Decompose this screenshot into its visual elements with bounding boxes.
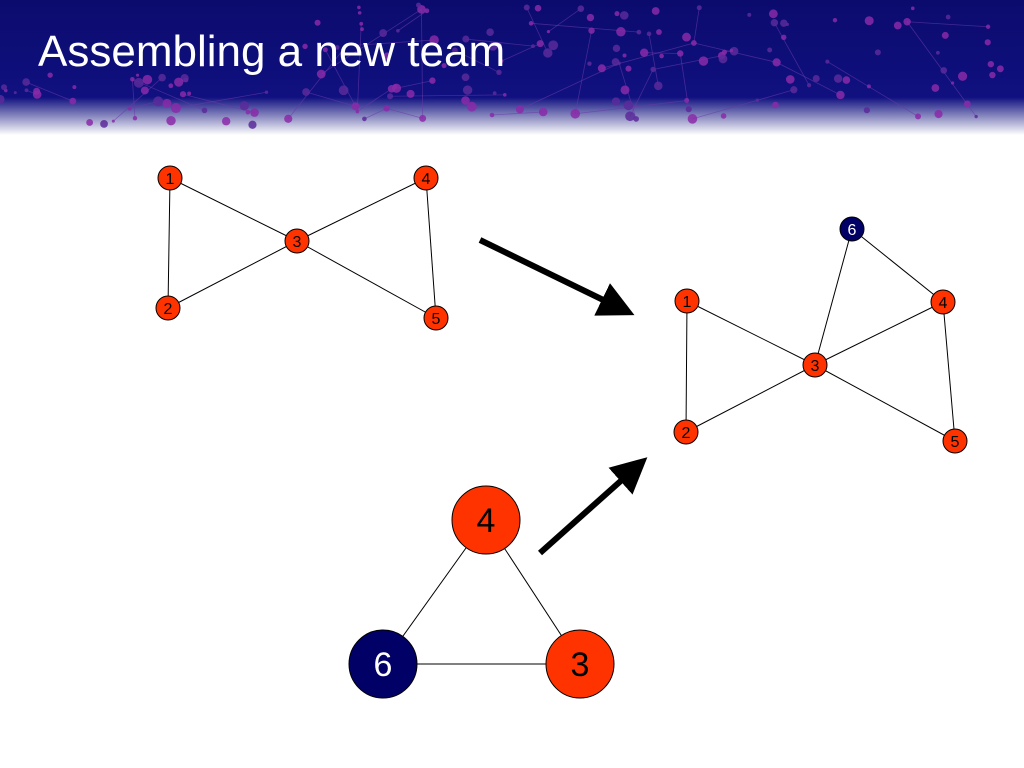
new-team-node-6: 6 [839,216,865,242]
original-team-edge-2-3 [167,240,298,309]
node-circle [451,485,521,555]
node-label: 4 [939,295,948,312]
new-team-edge-3-5 [814,364,956,442]
new-team-node-5: 5 [942,428,968,454]
node-label: 4 [422,171,431,188]
node-circle [348,629,418,699]
new-team-edge-6-3 [814,228,853,366]
node-label: 3 [293,234,302,251]
original-team-edge-3-5 [296,240,437,319]
slide-header [0,0,1024,135]
new-team-node-2: 2 [673,419,699,445]
joining-group-node-4: 4 [451,485,521,555]
node-circle [802,352,828,378]
node-label: 2 [164,301,173,318]
new-team-edge-3-4 [814,301,944,366]
node-circle [942,428,968,454]
node-label: 6 [374,646,393,684]
header-background [0,0,1024,135]
original-team-node-2: 2 [155,295,181,321]
new-team-edge-1-3 [686,300,816,366]
original-team-edge-3-4 [296,177,427,242]
new-team-node-4: 4 [930,289,956,315]
arrow-original-to-new [478,237,635,316]
arrow-group-to-new [538,457,648,556]
original-team-node-4: 4 [413,165,439,191]
node-label: 3 [811,358,820,375]
original-team-node-3: 3 [284,228,310,254]
header-network-pattern [0,2,1004,129]
node-label: 4 [477,502,496,540]
new-team-edge-4-5 [942,301,956,442]
joining-group-node-6: 6 [348,629,418,699]
node-label: 5 [432,311,441,328]
new-team-node-3: 3 [802,352,828,378]
node-label: 6 [848,222,857,239]
new-team-edge-2-3 [685,364,816,433]
node-label: 1 [166,171,175,188]
node-circle [930,289,956,315]
joining-group-node-3: 3 [545,629,615,699]
node-label: 2 [682,425,691,442]
node-circle [155,295,181,321]
node-label: 1 [683,294,692,311]
node-circle [284,228,310,254]
node-circle [157,165,183,191]
new-team-edge-6-4 [851,228,944,303]
node-circle [423,305,449,331]
slide-title: Assembling a new team [38,27,506,76]
node-circle [674,288,700,314]
node-circle [839,216,865,242]
original-team-node-1: 1 [157,165,183,191]
node-label: 3 [571,646,590,684]
original-team-node-5: 5 [423,305,449,331]
new-team-node-1: 1 [674,288,700,314]
node-circle [413,165,439,191]
original-team-edge-4-5 [425,177,437,319]
original-team-edge-1-2 [167,177,171,309]
node-label: 5 [951,434,960,451]
node-circle [673,419,699,445]
original-team-edge-1-3 [169,177,298,242]
new-team-edge-1-2 [685,300,688,433]
node-circle [545,629,615,699]
